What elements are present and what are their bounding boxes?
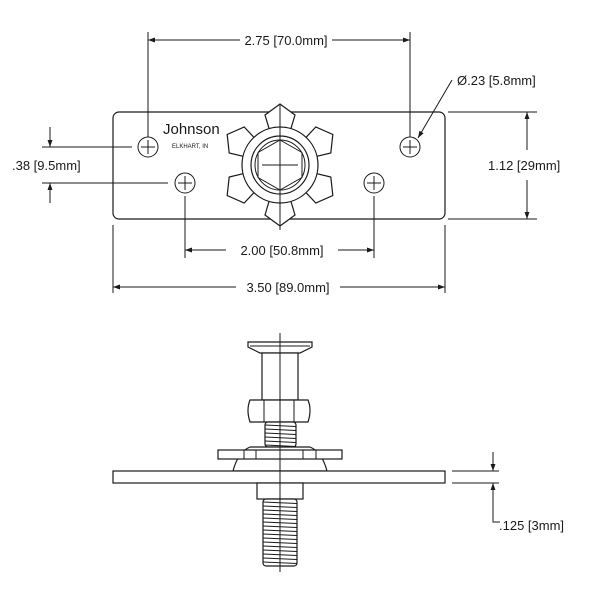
hole-top-left [137, 136, 159, 158]
dim-label: .125 [3mm] [499, 518, 564, 533]
brand-logo: Johnson [163, 121, 220, 138]
hole-bottom-right [363, 172, 385, 194]
dim-hole-spacing-outer: 2.75 [70.0mm] [147, 32, 411, 137]
dim-hole-spacing-inner: 2.00 [50.8mm] [184, 196, 375, 258]
dim-label: .38 [9.5mm] [12, 158, 81, 173]
brand-location: ELKHART, IN [172, 144, 208, 150]
hole-bottom-left [174, 172, 196, 194]
hex-nut [247, 399, 311, 423]
dim-plate-height: 1.12 [29mm] [448, 111, 560, 220]
dim-plate-width: 3.50 [89.0mm] [112, 225, 446, 295]
dim-label: 2.00 [50.8mm] [240, 243, 323, 258]
dim-label: 3.50 [89.0mm] [246, 280, 329, 295]
dim-hole-vertical-offset: .38 [9.5mm] [12, 127, 168, 203]
dim-label: Ø.23 [5.8mm] [457, 73, 536, 88]
hole-top-right [399, 136, 421, 158]
top-view: Johnson ELKHART, IN [112, 103, 446, 230]
plate-side [112, 470, 446, 484]
side-view [112, 333, 446, 572]
dim-label: 1.12 [29mm] [488, 158, 560, 173]
dim-plate-thickness: .125 [3mm] [452, 452, 564, 533]
dim-hole-diameter: Ø.23 [5.8mm] [417, 73, 536, 139]
mounting-holes [137, 136, 421, 194]
dim-label: 2.75 [70.0mm] [244, 33, 327, 48]
